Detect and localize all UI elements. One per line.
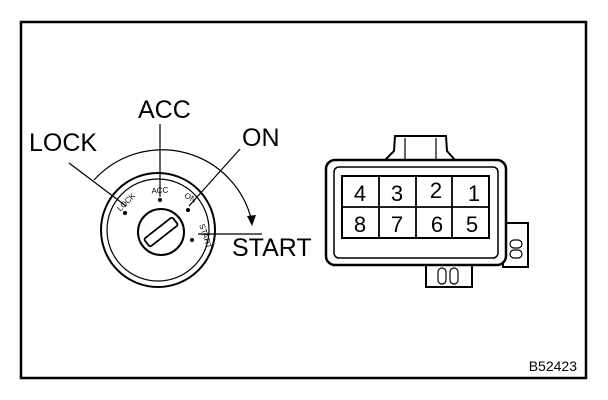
ignition-switch: LOCK ACC ON START bbox=[100, 172, 216, 288]
label-lock: LOCK bbox=[29, 129, 97, 157]
pin-number: 7 bbox=[391, 212, 403, 237]
pin-number: 1 bbox=[468, 181, 480, 206]
pin-number: 2 bbox=[430, 178, 442, 203]
figure-frame bbox=[19, 20, 588, 380]
figure-code: B52423 bbox=[529, 358, 577, 374]
detent-dot-lock bbox=[123, 211, 127, 215]
label-on: ON bbox=[242, 124, 280, 152]
switch-inner-ring bbox=[106, 178, 210, 282]
detent-dot-start bbox=[190, 238, 194, 242]
detent-dot-acc bbox=[158, 198, 162, 202]
key-slot bbox=[143, 216, 179, 248]
pin-number: 5 bbox=[466, 212, 478, 237]
leader-on bbox=[188, 148, 241, 207]
detent-dot-on bbox=[186, 208, 190, 212]
connector: 4 3 2 1 8 7 6 5 bbox=[324, 135, 529, 288]
rotation-arc bbox=[93, 149, 253, 223]
pin-number: 6 bbox=[431, 212, 443, 237]
pin-number: 8 bbox=[354, 212, 366, 237]
leader-lock bbox=[68, 162, 127, 207]
pin-number: 3 bbox=[391, 181, 403, 206]
connector-latch bbox=[382, 135, 458, 161]
pin-number: 4 bbox=[354, 181, 366, 206]
label-start: START bbox=[232, 234, 312, 262]
label-acc: ACC bbox=[138, 96, 191, 124]
connector-inner-wall bbox=[333, 166, 499, 259]
rotation-arrow-head bbox=[247, 215, 256, 226]
